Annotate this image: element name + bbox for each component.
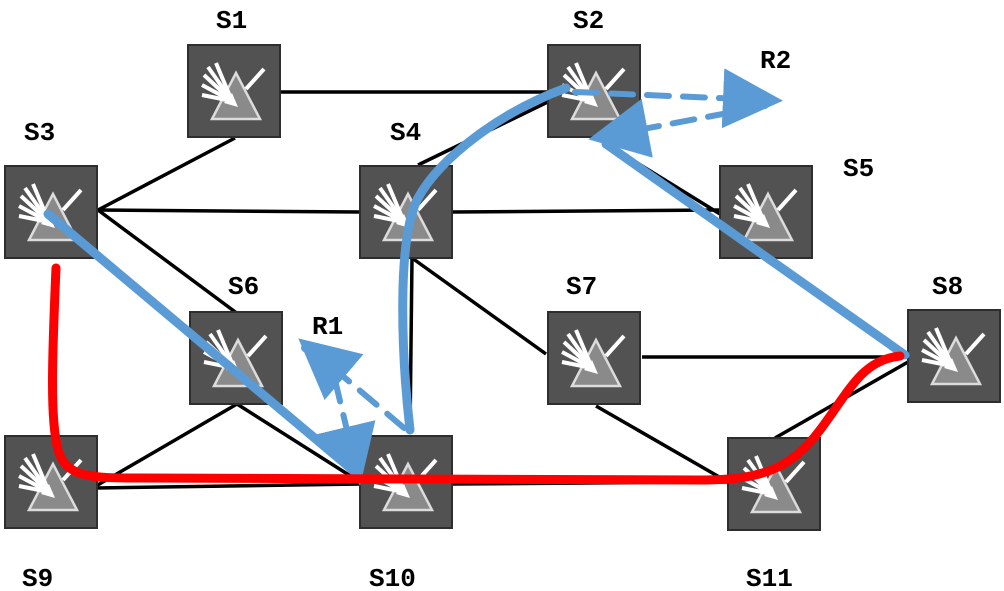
label-s10: S10 xyxy=(369,564,416,591)
blue-arrow-s10-r1 xyxy=(298,338,407,431)
red-path-s3-s9-s10-s11-s8 xyxy=(48,263,905,485)
label-s4: S4 xyxy=(390,118,421,148)
link-s7-s11 xyxy=(595,404,729,484)
switch-s11 xyxy=(727,437,821,531)
switch-icon xyxy=(561,329,626,388)
router-r1-icon xyxy=(301,343,315,353)
label-s3: S3 xyxy=(24,118,55,148)
blue-path-layer xyxy=(43,68,910,486)
link-s3-s4 xyxy=(97,208,361,214)
link-s6-s9 xyxy=(95,402,238,488)
link-s4-s7 xyxy=(410,256,548,356)
blue-path-s8-s2 xyxy=(601,139,910,360)
switch-s5 xyxy=(719,165,813,259)
switch-s9 xyxy=(4,435,98,529)
router-r2-icon xyxy=(763,95,777,105)
label-s9: S9 xyxy=(22,564,53,591)
label-s1: S1 xyxy=(216,6,247,36)
link-s9-s10 xyxy=(95,482,361,490)
link-s1-s3 xyxy=(97,136,236,212)
label-s11: S11 xyxy=(746,564,793,591)
label-s7: S7 xyxy=(566,272,597,302)
label-s8: S8 xyxy=(932,272,963,302)
switch-icon xyxy=(18,453,83,512)
switch-s6 xyxy=(189,311,283,405)
switch-icon xyxy=(201,62,266,121)
switch-icon xyxy=(373,453,438,512)
link-s3-s6 xyxy=(96,208,240,316)
link-layer xyxy=(95,90,909,490)
blue-arrow-r2-s2 xyxy=(588,98,768,158)
label-r2: R2 xyxy=(760,46,791,76)
blue-path-s3-s10 xyxy=(43,209,360,477)
blue-arrow-r1-s10 xyxy=(317,377,376,486)
link-s4-s5 xyxy=(451,208,721,214)
switch-s7 xyxy=(547,311,641,405)
label-s5: S5 xyxy=(843,154,874,184)
switch-s8 xyxy=(907,309,1001,403)
blue-path-s10-s4-s2 xyxy=(398,83,571,435)
blue-arrow-s2-r2 xyxy=(572,68,783,129)
label-r1: R1 xyxy=(312,312,343,342)
switch-icon xyxy=(921,327,986,386)
label-s6: S6 xyxy=(228,272,259,302)
label-s2: S2 xyxy=(573,6,604,36)
switch-s1 xyxy=(187,44,281,138)
switch-icon xyxy=(733,183,798,242)
router-layer xyxy=(301,95,777,353)
label-layer: S1 S2 S3 S4 S5 S6 S7 S8 S9 S10 S11 R1 R2 xyxy=(22,6,963,591)
red-path-layer xyxy=(48,263,905,485)
switch-layer xyxy=(4,44,1001,531)
